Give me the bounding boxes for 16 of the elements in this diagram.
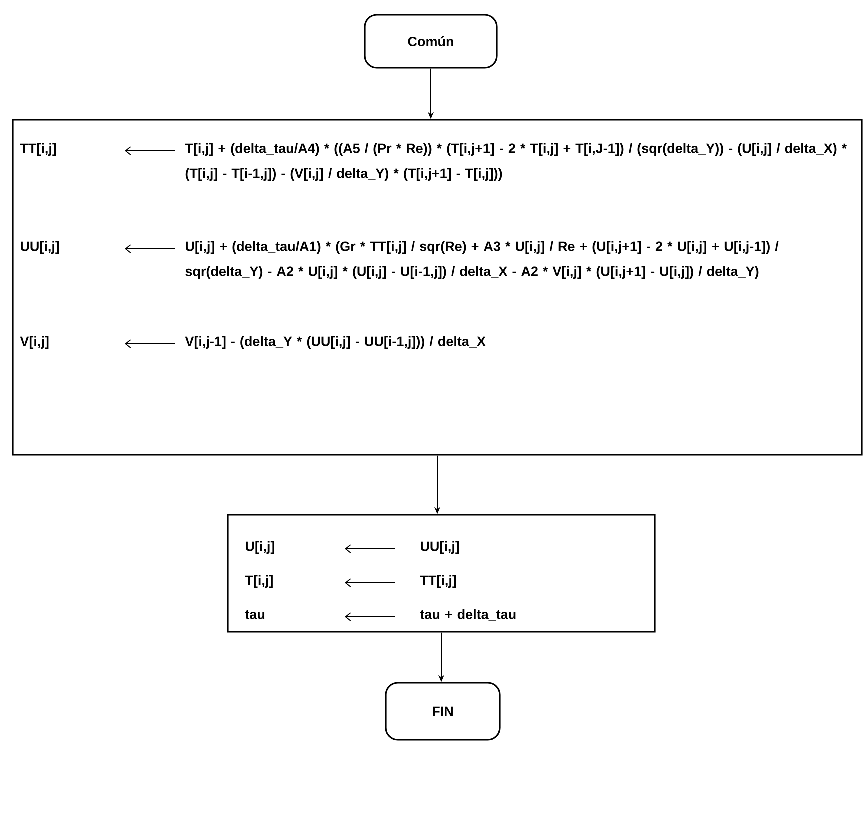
expression-text: tau + delta_tau bbox=[420, 609, 516, 621]
variable-label: UU[i,j] bbox=[21, 241, 60, 254]
variable-label: TT[i,j] bbox=[20, 143, 56, 156]
variable-label: tau bbox=[245, 610, 265, 620]
expression-text: T[i,j] + (delta_tau/A4) * ((A5 / (Pr * Re)) * (T[i,j+1] - 2 * T[i,j] + T[i,J-1]) / (sqr(delta_Y)) - (U[i,j] / delta_X) * (T[i,j] - T[i-1,j]) - (V[i,j] / delta_Y) * (T[i,j+1] - T[i,j])) bbox=[185, 143, 848, 181]
expression-text: V[i,j-1] - (delta_Y * (UU[i,j] - UU[i-1,j])) / delta_X bbox=[185, 336, 486, 350]
variable-label: U[i,j] bbox=[246, 541, 274, 554]
process-box bbox=[12, 119, 863, 456]
expression-text: UU[i,j] bbox=[421, 541, 460, 554]
variable-label: T[i,j] bbox=[245, 575, 273, 588]
expression-text: U[i,j] + (delta_tau/A1) * (Gr * TT[i,j] / sqr(Re) + A3 * U[i,j] / Re + (U[i,j+1] - 2 * U[i,j] + U[i,j-1]) / sqr(delta_Y) - A2 * U[i,j] * (U[i,j] - U[i-1,j]) / delta_X - A2 * V[i,j] * (U[i,j+1] - U[i,j]) / delta_Y) bbox=[186, 241, 779, 280]
expression-text: TT[i,j] bbox=[420, 575, 456, 588]
variable-label: V[i,j] bbox=[20, 336, 49, 350]
process-box bbox=[227, 514, 656, 633]
terminal-box: FIN bbox=[385, 682, 501, 741]
terminal-box: Común bbox=[364, 14, 498, 69]
